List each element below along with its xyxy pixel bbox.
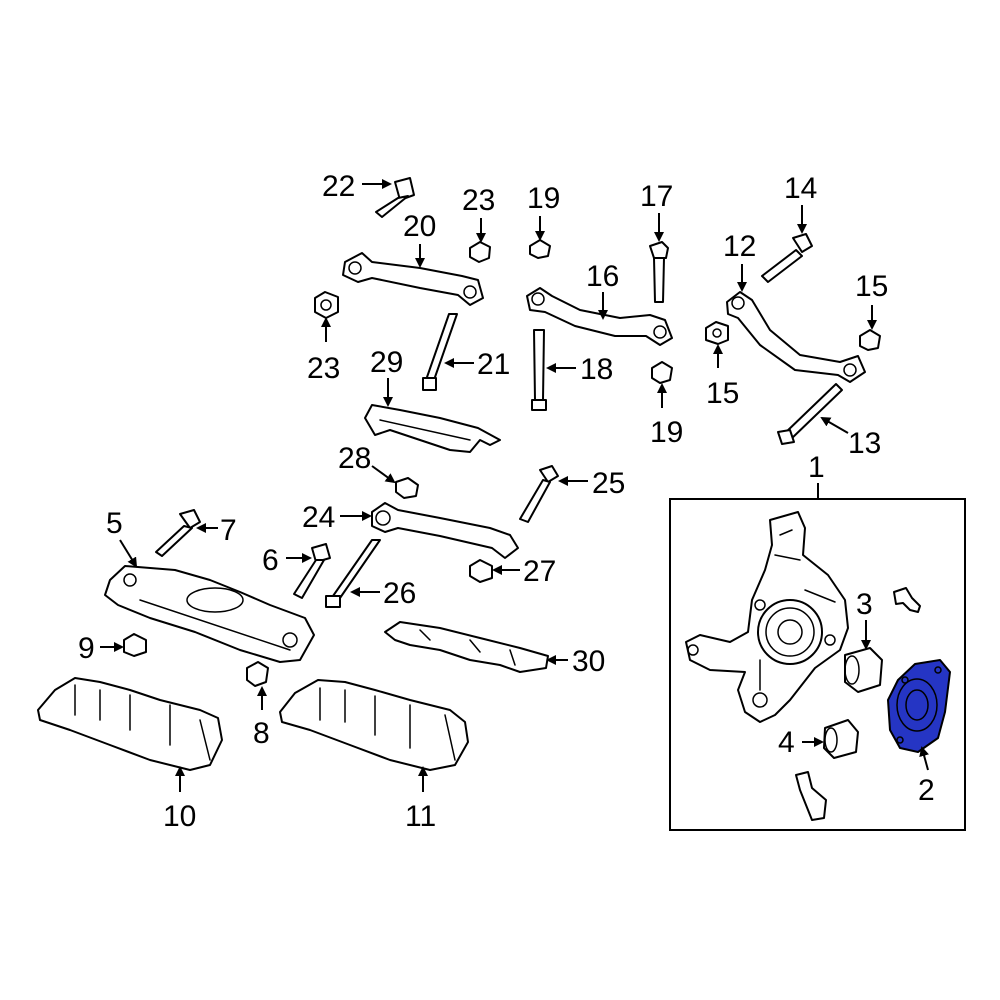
bolt-part-14[interactable] (761, 233, 813, 283)
callout-28[interactable]: 28 (338, 442, 371, 475)
callout-leader-28 (371, 465, 396, 484)
callout-9[interactable]: 9 (78, 632, 95, 665)
bracket-part-29[interactable] (364, 404, 501, 453)
callout-6[interactable]: 6 (262, 544, 279, 577)
callout-13[interactable]: 13 (848, 427, 881, 460)
bolt-part-25[interactable] (519, 465, 559, 523)
nut-part-19-lower[interactable] (651, 361, 673, 384)
callout-11[interactable]: 11 (405, 800, 436, 833)
callout-19-upper[interactable]: 19 (527, 182, 560, 215)
bolt-part-6[interactable] (293, 543, 331, 599)
callout-12[interactable]: 12 (723, 230, 756, 263)
callout-23-upper[interactable]: 23 (462, 184, 495, 217)
callout-14[interactable]: 14 (784, 172, 817, 205)
callout-16[interactable]: 16 (586, 260, 619, 293)
nut-part-15-left[interactable] (705, 321, 729, 345)
callout-24[interactable]: 24 (302, 501, 335, 534)
bolt-part-21[interactable] (422, 313, 458, 391)
callout-10[interactable]: 10 (163, 800, 196, 833)
nut-part-9[interactable] (123, 633, 147, 657)
nut-part-15-right[interactable] (859, 329, 881, 351)
callout-30[interactable]: 30 (572, 645, 605, 678)
callout-leader-13 (820, 417, 849, 434)
callout-7[interactable]: 7 (220, 514, 237, 547)
callout-19-lower[interactable]: 19 (650, 416, 683, 449)
callout-leader-5 (119, 539, 138, 568)
nut-part-8[interactable] (246, 661, 269, 687)
callout-26[interactable]: 26 (383, 577, 416, 610)
sensor-bracket[interactable] (795, 771, 827, 821)
callout-29[interactable]: 29 (370, 346, 403, 379)
callout-25[interactable]: 25 (592, 467, 625, 500)
callout-leader-2 (919, 746, 929, 771)
bolt-part-26[interactable] (325, 539, 381, 608)
nut-part-27[interactable] (469, 559, 493, 583)
link-part-24[interactable] (371, 502, 519, 559)
callout-4[interactable]: 4 (778, 726, 795, 759)
nut-part-19-upper[interactable] (529, 239, 551, 259)
callout-5[interactable]: 5 (106, 507, 123, 540)
bushing-part-4[interactable] (823, 719, 859, 759)
callout-21[interactable]: 21 (477, 348, 510, 381)
bolt-part-7[interactable] (155, 509, 201, 557)
callout-27[interactable]: 27 (523, 555, 556, 588)
control-arm-part-16[interactable] (526, 287, 673, 346)
bolt-part-18[interactable] (531, 329, 547, 411)
control-arm-part-20[interactable] (342, 252, 484, 306)
shield-part-30[interactable] (384, 621, 549, 673)
callout-15-right[interactable]: 15 (855, 270, 888, 303)
callout-8[interactable]: 8 (253, 717, 270, 750)
nut-part-23-lower[interactable] (314, 291, 339, 319)
bushing-part-3[interactable] (844, 647, 883, 693)
bolt-part-13[interactable] (777, 383, 843, 445)
control-arm-part-12[interactable] (726, 291, 866, 383)
steering-knuckle[interactable] (685, 511, 849, 723)
bolt-part-22[interactable] (375, 177, 415, 218)
wheel-hub-part-2[interactable] (887, 659, 951, 753)
shield-part-10[interactable] (37, 677, 223, 771)
bolt-part-17[interactable] (649, 241, 669, 303)
callout-2[interactable]: 2 (918, 774, 935, 807)
callout-18[interactable]: 18 (580, 353, 613, 386)
callout-15-left[interactable]: 15 (706, 377, 739, 410)
callout-1[interactable]: 1 (808, 451, 825, 484)
callout-22[interactable]: 22 (322, 170, 355, 203)
knuckle-bolt[interactable] (893, 587, 921, 613)
nut-part-28[interactable] (395, 477, 419, 499)
callout-3[interactable]: 3 (856, 588, 873, 621)
callout-23-lower[interactable]: 23 (307, 352, 340, 385)
callout-17[interactable]: 17 (640, 180, 673, 213)
shield-part-11[interactable] (279, 679, 469, 771)
nut-part-23-upper[interactable] (469, 241, 491, 263)
callout-20[interactable]: 20 (403, 210, 436, 243)
lower-control-arm-part-5[interactable] (104, 565, 315, 663)
